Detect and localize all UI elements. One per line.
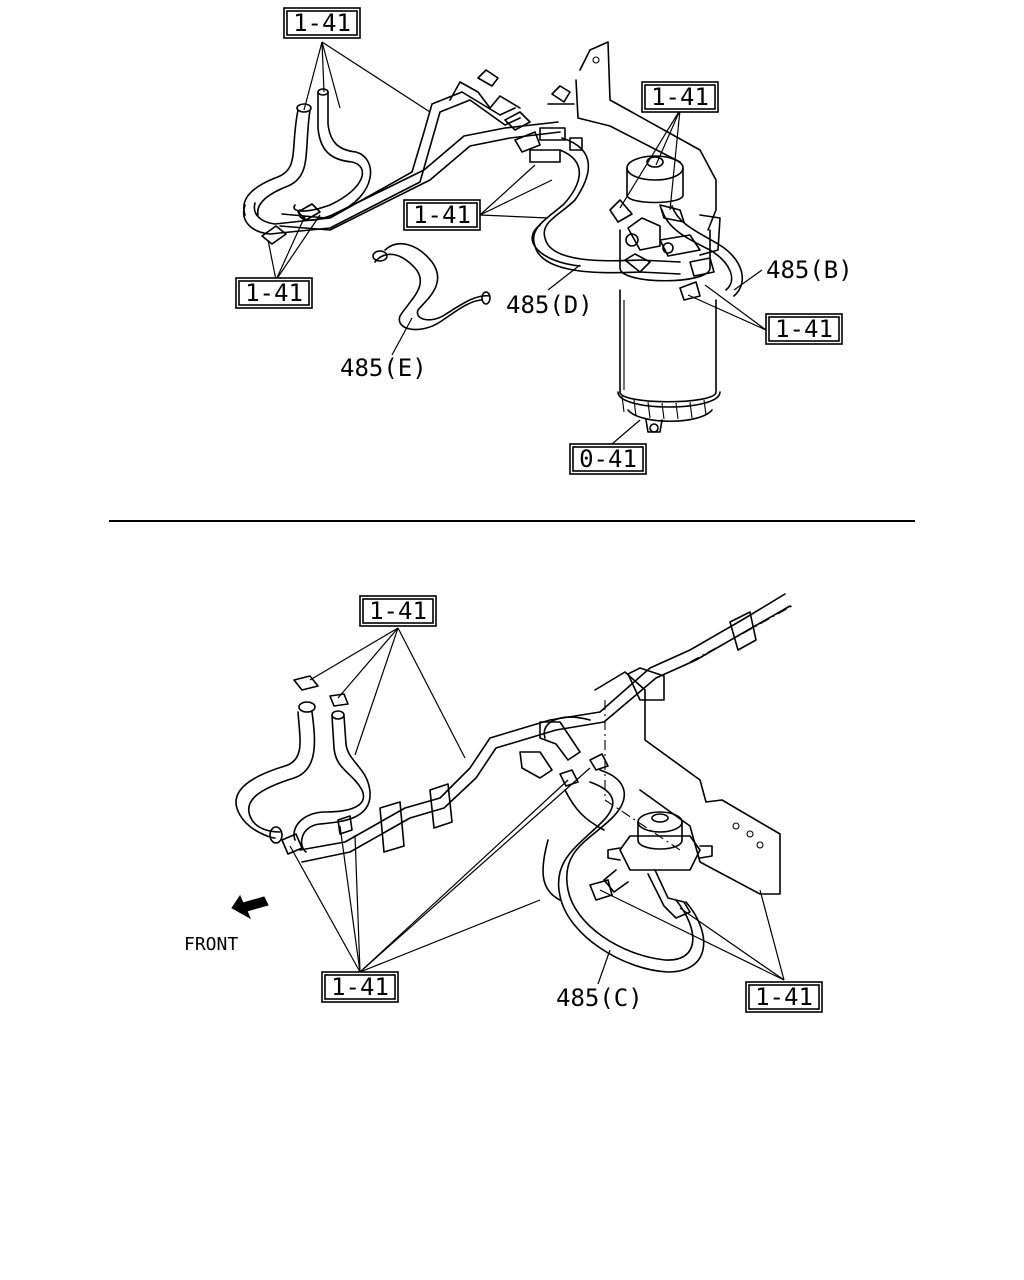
top-regulator — [609, 155, 685, 223]
part-label-485-b: 485(B) — [766, 256, 853, 284]
front-label: FRONT — [184, 934, 238, 955]
callout-top-right-upper: 1-41 — [641, 81, 719, 113]
top-filter-head — [619, 217, 715, 301]
top-fuel-pipe — [243, 69, 561, 235]
part-label-485-d: 485(D) — [506, 291, 593, 319]
callout-text: 1-41 — [245, 279, 303, 307]
callout-text: 1-41 — [369, 597, 427, 625]
part-label-485-e: 485(E) — [340, 354, 427, 382]
callout-text: 1-41 — [651, 83, 709, 111]
callout-top-left-upper: 1-41 — [283, 7, 361, 39]
top-assembly — [243, 41, 767, 445]
hose-485-b — [661, 205, 744, 297]
callout-text: 1-41 — [775, 315, 833, 343]
callout-text: 1-41 — [755, 983, 813, 1011]
part-label-485-c: 485(C) — [556, 984, 643, 1012]
top-bracket — [547, 41, 721, 256]
hose-485-c — [542, 769, 705, 973]
top-filter-bowl — [617, 289, 721, 433]
bottom-leaders — [289, 627, 785, 985]
callout-top-filter: 0-41 — [569, 443, 647, 475]
callout-text: 1-41 — [413, 201, 471, 229]
bottom-fuel-pipe — [299, 593, 793, 863]
bottom-center-fittings — [519, 716, 609, 787]
callout-bottom-right: 1-41 — [745, 981, 823, 1013]
callout-text: 1-41 — [331, 973, 389, 1001]
callout-top-right-lower: 1-41 — [765, 313, 843, 345]
front-arrow-icon — [231, 894, 269, 920]
top-pipe-fittings — [504, 111, 583, 163]
top-leaders — [267, 41, 767, 445]
bottom-regulator — [603, 811, 713, 919]
hose-485-e — [372, 242, 491, 331]
callout-text: 1-41 — [293, 9, 351, 37]
hose-485-d — [531, 137, 681, 275]
callout-text: 0-41 — [579, 445, 637, 473]
callout-bottom-upper: 1-41 — [359, 595, 437, 627]
callout-top-left-lower: 1-41 — [235, 277, 313, 309]
bottom-assembly — [231, 593, 793, 985]
bottom-left-hoses — [235, 675, 371, 855]
callout-bottom-left: 1-41 — [321, 971, 399, 1003]
callout-top-middle: 1-41 — [403, 199, 481, 231]
bottom-bracket — [594, 671, 781, 895]
